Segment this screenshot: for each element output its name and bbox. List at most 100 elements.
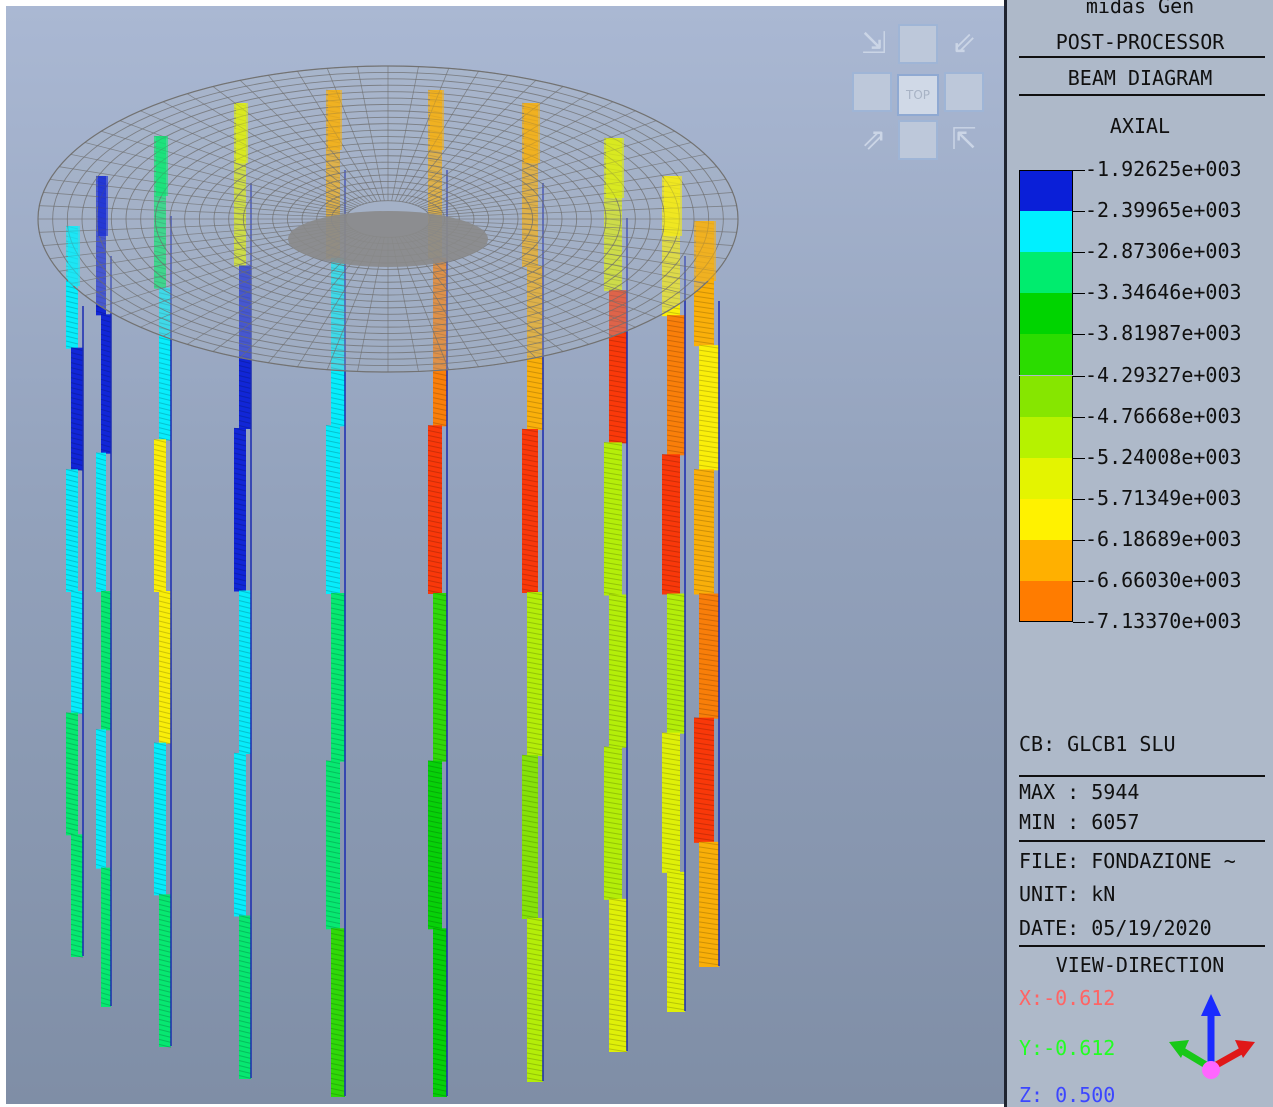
model-viewport[interactable]: ⇲ ⇙ TOP ⇗ ⇱: [6, 6, 1004, 1104]
pile-top: [328, 90, 342, 150]
legend-swatch: [1019, 170, 1073, 212]
slab-mesh: [37, 65, 739, 373]
arrow-down-left-icon[interactable]: ⇙: [951, 26, 977, 61]
cube-face-top[interactable]: TOP: [897, 74, 939, 116]
pile-segment: [662, 732, 680, 873]
pile-segment: [331, 928, 345, 1097]
min-value: MIN : 6057: [1019, 810, 1140, 834]
pile-top: [68, 226, 80, 286]
pile-segment: [159, 287, 171, 441]
legend-tick: [1073, 334, 1085, 336]
pile-segment: [604, 746, 622, 900]
legend-tick: [1073, 170, 1085, 171]
panel-divider: [1004, 0, 1007, 1107]
unit-label: UNIT: kN: [1019, 882, 1116, 906]
pile-segment: [694, 469, 714, 595]
view-direction-z: Z: 0.500: [1019, 1083, 1116, 1107]
pile-segment: [326, 425, 340, 594]
cube-face-right[interactable]: [944, 72, 984, 112]
pile-segment: [101, 314, 111, 454]
pile-segment: [604, 442, 622, 596]
pile-segment: [699, 345, 719, 471]
pile-segment: [667, 315, 685, 456]
arrow-up-right-icon[interactable]: ⇗: [861, 122, 887, 157]
pile-segment: [71, 834, 83, 957]
pile-top: [236, 103, 248, 163]
legend-swatch: [1019, 293, 1073, 335]
pile-segment: [699, 841, 719, 967]
legend-label: -1.92625e+003: [1085, 157, 1242, 181]
pile-segment: [326, 760, 340, 930]
pile-top: [156, 136, 168, 196]
pile-segment: [609, 594, 627, 748]
legend-label: -4.76668e+003: [1085, 403, 1242, 428]
legend-swatch: [1019, 416, 1073, 458]
app-title: midas Gen: [1085, 0, 1195, 18]
legend-label: -6.18689e+003: [1085, 526, 1242, 551]
pile-segment: [96, 729, 106, 869]
mode-title: POST-PROCESSOR: [1055, 30, 1225, 54]
legend-tick: [1073, 622, 1085, 624]
divider-line: [1019, 945, 1265, 947]
cube-face-left[interactable]: [852, 72, 892, 112]
pile-top: [430, 90, 444, 150]
pile-segment: [609, 290, 627, 444]
pile-2: [95, 175, 112, 1007]
legend-label: -3.34646e+003: [1085, 280, 1242, 305]
pile-8: [603, 137, 628, 1053]
pile-segment: [96, 452, 106, 592]
pile-segment: [667, 871, 685, 1012]
navigation-cube[interactable]: ⇲ ⇙ TOP ⇗ ⇱: [848, 16, 990, 162]
pile-segment: [694, 717, 714, 843]
pile-segment: [154, 439, 166, 592]
max-value: MAX : 5944: [1019, 780, 1140, 804]
load-combination: CB: GLCB1 SLU: [1019, 732, 1176, 756]
pile-10: [693, 220, 720, 967]
legend-tick: [1073, 498, 1085, 500]
component-title: AXIAL: [1109, 114, 1171, 138]
date-label: DATE: 05/19/2020: [1019, 916, 1212, 940]
arrow-up-left-icon[interactable]: ⇱: [951, 122, 977, 157]
legend-swatch: [1019, 498, 1073, 540]
pile-segment: [433, 257, 447, 427]
legend-tick: [1073, 457, 1085, 459]
pile-segment: [66, 469, 78, 592]
pile-3: [153, 135, 172, 1048]
legend-label: -3.81987e+003: [1085, 321, 1242, 346]
pile-segment: [527, 918, 543, 1082]
pile-segment: [609, 898, 627, 1052]
pile-foundation-model[interactable]: [6, 6, 1004, 1104]
pile-segment: [527, 592, 543, 756]
divider-line: [1019, 94, 1265, 96]
legend-tick: [1073, 416, 1085, 418]
legend-tick: [1073, 375, 1085, 377]
pile-top: [696, 221, 716, 281]
legend-label: -6.66030e+003: [1085, 568, 1242, 592]
pile-segment: [662, 454, 680, 595]
legend-tick: [1073, 211, 1085, 213]
pile-segment: [433, 928, 447, 1097]
pile-segment: [66, 712, 78, 836]
cube-face-back[interactable]: [898, 120, 938, 160]
legend-label: -7.13370e+003: [1085, 609, 1242, 634]
axis-triad-icon: [1169, 994, 1255, 1079]
pile-segment: [239, 590, 251, 754]
pile-segment: [159, 591, 171, 744]
pile-segment: [428, 425, 442, 594]
view-direction-title: VIEW-DIRECTION: [1055, 953, 1225, 977]
legend-label: -5.24008e+003: [1085, 444, 1242, 469]
legend-tick: [1073, 581, 1085, 582]
cube-face-front[interactable]: [898, 24, 938, 64]
pile-top: [524, 103, 540, 163]
pile-segment: [101, 867, 111, 1007]
pile-segment: [699, 593, 719, 719]
pile-segment: [667, 593, 685, 734]
pile-1: [65, 225, 84, 958]
pile-top: [98, 176, 108, 236]
pile-segment: [96, 176, 106, 316]
divider-line: [1019, 840, 1265, 842]
pile-segment: [159, 894, 171, 1047]
legend-frame: [1019, 170, 1073, 623]
legend-tick: [1073, 252, 1085, 254]
arrow-down-right-icon[interactable]: ⇲: [861, 26, 887, 61]
